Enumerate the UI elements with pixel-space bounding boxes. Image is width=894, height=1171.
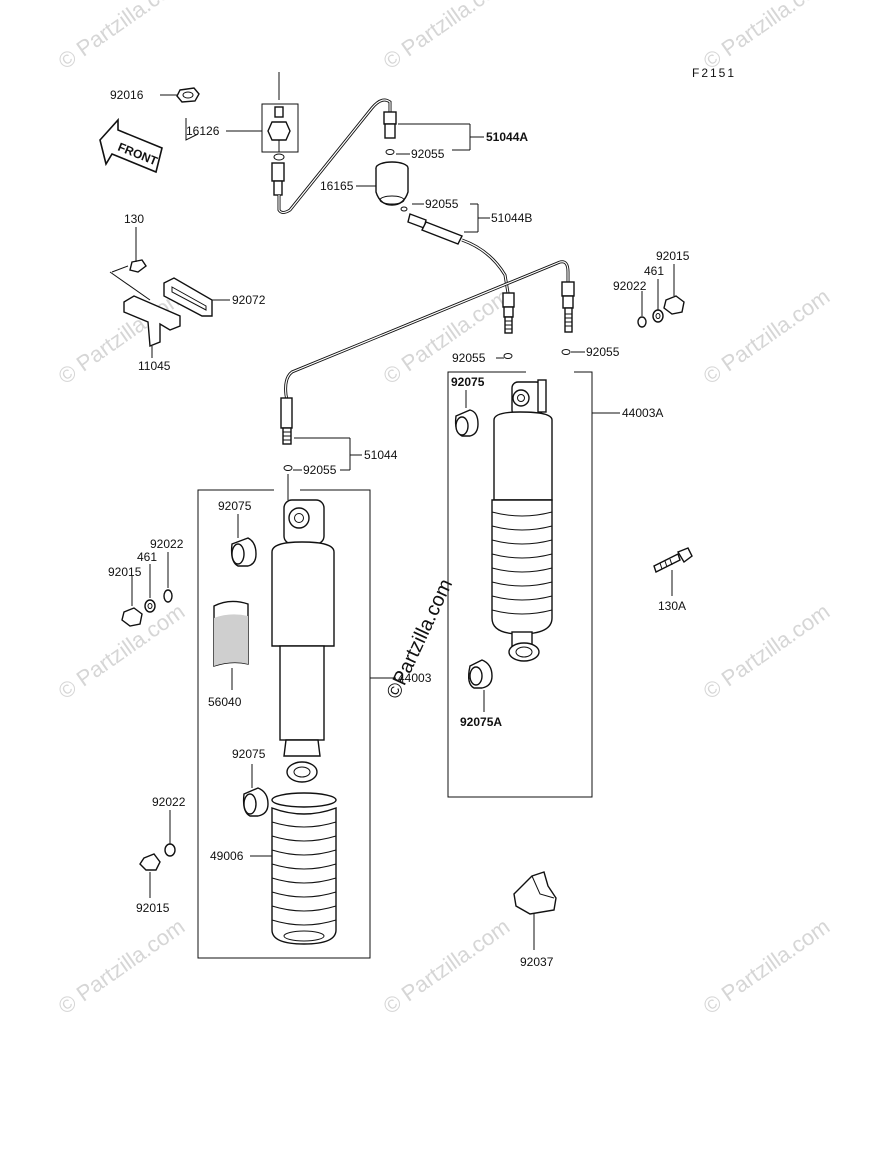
part-51044A-fitting [383, 111, 397, 155]
watermark: © Partzilla.com [699, 914, 835, 1020]
watermark: © Partzilla.com [54, 914, 190, 1020]
part-44003-left-shock [271, 474, 335, 783]
label-92015-left-lower: 92015 [136, 901, 170, 915]
part-92016-nut [176, 87, 200, 103]
label-130A: 130A [658, 599, 686, 613]
watermark: © Partzilla.com [54, 599, 190, 705]
label-51044A: 51044A [486, 130, 528, 144]
part-hose-fitting-right [561, 281, 575, 333]
part-51044-fitting [280, 397, 293, 471]
part-16126-fitting [261, 72, 299, 196]
label-92015-left: 92015 [108, 565, 142, 579]
label-92055-b: 92055 [425, 197, 459, 211]
label-56040: 56040 [208, 695, 242, 709]
part-130-bolt [111, 259, 147, 273]
part-49006-bellows [271, 792, 337, 945]
watermark: © Partzilla.com [379, 914, 515, 1020]
label-92022-left: 92022 [150, 537, 184, 551]
part-92075-collar-left-lower [242, 787, 269, 817]
label-92075-left-lower: 92075 [232, 747, 266, 761]
label-16165: 16165 [320, 179, 354, 193]
part-left-hardware [121, 589, 173, 627]
label-92072: 92072 [232, 293, 266, 307]
front-arrow-icon: FRONT [99, 117, 163, 174]
label-51044B: 51044B [491, 211, 532, 225]
label-44003A: 44003A [622, 406, 663, 420]
label-44003: 44003 [398, 671, 432, 685]
label-92055-e: 92055 [303, 463, 337, 477]
watermark: © Partzilla.com [379, 284, 515, 390]
label-92022-right: 92022 [613, 279, 647, 293]
part-92075A-collar [467, 659, 493, 689]
part-right-hardware [637, 295, 685, 328]
part-92075-collar-left-upper [230, 537, 257, 567]
watermark: © Partzilla.com [699, 599, 835, 705]
label-461-left: 461 [137, 550, 157, 564]
part-92037-clamp [513, 871, 557, 915]
label-92016: 92016 [110, 88, 144, 102]
label-92055-a: 92055 [411, 147, 445, 161]
part-44003A-right-shock [491, 379, 553, 662]
label-11045: 11045 [138, 359, 171, 373]
watermark: © Partzilla.com [54, 284, 190, 390]
label-92075A: 92075A [460, 715, 502, 729]
label-130: 130 [124, 212, 144, 226]
part-92075-collar-right [454, 409, 479, 437]
label-51044: 51044 [364, 448, 398, 462]
part-left-lower-hardware [139, 843, 176, 871]
label-49006: 49006 [210, 849, 244, 863]
part-11045-bracket [109, 271, 181, 348]
figure-code: F2151 [692, 66, 736, 80]
part-hose-fitting-middle [502, 292, 515, 334]
label-92075-right: 92075 [451, 375, 485, 389]
watermark: © Partzilla.com [379, 0, 515, 74]
label-461-right: 461 [644, 264, 664, 278]
label-92055-c: 92055 [452, 351, 486, 365]
label-92022-left-lower: 92022 [152, 795, 186, 809]
part-130A-bolt [653, 547, 693, 573]
part-92072-plate [163, 277, 213, 317]
part-56040-decal [213, 600, 249, 667]
watermark: © Partzilla.com [54, 0, 190, 74]
watermark: © Partzilla.com [699, 284, 835, 390]
label-16126: 16126 [186, 124, 220, 138]
label-92015-right: 92015 [656, 249, 690, 263]
label-92075-left-upper: 92075 [218, 499, 252, 513]
part-51044B-hose-end [400, 206, 463, 245]
label-92055-d: 92055 [586, 345, 620, 359]
label-92037: 92037 [520, 955, 554, 969]
watermark: © Partzilla.com [699, 0, 835, 74]
part-16165-reservoir [375, 161, 409, 206]
